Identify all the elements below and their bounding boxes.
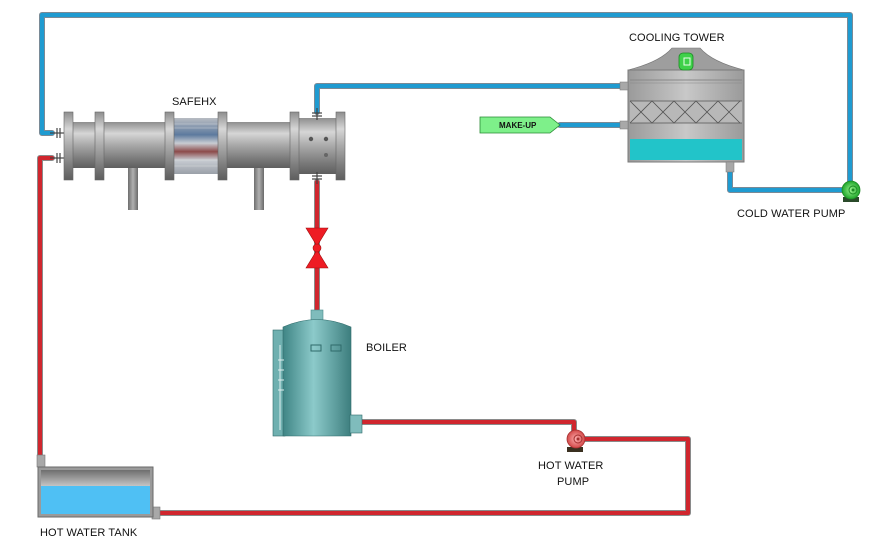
hot-water-tank[interactable]: HOT WATER TANK <box>36 454 161 539</box>
makeup-label: MAKE-UP <box>499 121 537 130</box>
hx-head <box>298 118 340 174</box>
hx-support-leg <box>128 165 138 210</box>
boiler-label: BOILER <box>366 342 407 354</box>
safehx-label: SAFEHX <box>172 96 217 108</box>
pump-to-tank-pipe <box>158 437 690 515</box>
tank-water-level <box>41 486 150 514</box>
cooling-tower-label: COOLING TOWER <box>629 32 725 44</box>
tower-fill-pattern <box>629 100 742 124</box>
cold-water-piping <box>39 12 853 193</box>
hot-water-pump[interactable]: HOT WATER PUMP <box>538 429 603 488</box>
tower-to-pump-pipe <box>728 170 847 192</box>
boiler-body <box>282 319 352 437</box>
tower-basin-water <box>630 139 742 160</box>
cold-water-pump-label: COLD WATER PUMP <box>737 208 845 220</box>
hx-flanges <box>63 111 346 181</box>
cold-return-pipe <box>40 13 852 187</box>
tank-to-hx-pipe <box>38 156 54 458</box>
hx-shell-right <box>222 122 294 168</box>
makeup-tag <box>479 116 561 134</box>
hot-water-tank-label: HOT WATER TANK <box>40 527 138 539</box>
boiler-gauge <box>278 345 284 430</box>
cold-water-pump[interactable]: COLD WATER PUMP <box>737 180 861 220</box>
boiler[interactable]: BOILER <box>272 309 407 437</box>
hx-head-fittings <box>312 108 322 184</box>
tower-fan-motor-icon <box>678 52 694 71</box>
hot-water-pump-label-line1: HOT WATER <box>538 460 603 472</box>
hot-water-piping <box>37 155 691 516</box>
tank-headspace <box>41 470 150 486</box>
cold-supply-pipe <box>315 84 624 114</box>
boiler-to-pump-pipe <box>360 420 576 434</box>
tower-fill-media <box>630 101 742 123</box>
hx-shell-left <box>70 122 170 168</box>
hot-water-pump-label-line2: PUMP <box>557 476 589 488</box>
cooling-tower[interactable]: COOLING TOWER <box>619 32 745 173</box>
makeup-inlet[interactable]: MAKE-UP <box>479 116 561 134</box>
hx-tube-bundle <box>172 118 220 174</box>
control-valve[interactable] <box>305 227 329 269</box>
safehx-heat-exchanger[interactable]: SAFEHX <box>50 96 346 210</box>
hx-support-leg <box>254 165 264 210</box>
hx-left-fittings <box>50 128 66 163</box>
